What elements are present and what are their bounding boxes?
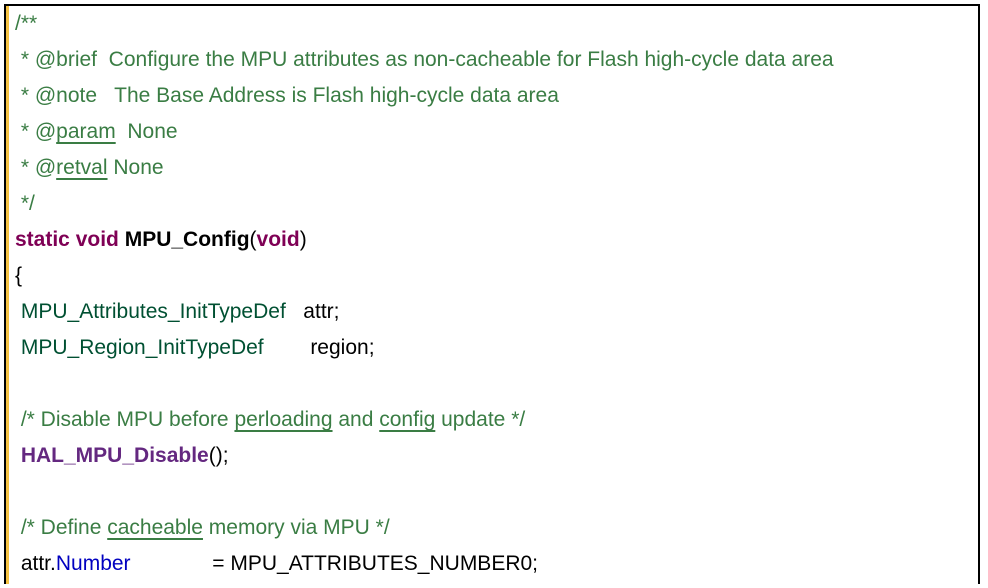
code-token: void — [256, 228, 300, 251]
code-token: */ — [15, 192, 35, 215]
code-token: /* Disable MPU before — [15, 408, 235, 431]
code-line: { — [15, 258, 978, 294]
code-line: attr.Number = MPU_ATTRIBUTES_NUMBER0; — [15, 546, 978, 582]
code-token: config — [379, 408, 436, 431]
code-line: */ — [15, 186, 978, 222]
code-line: /** — [15, 6, 978, 42]
code-line: MPU_Region_InitTypeDef region; — [15, 330, 978, 366]
code-token: update */ — [435, 408, 526, 431]
left-highlight-bar — [6, 6, 9, 584]
code-token: cacheable — [107, 516, 203, 539]
code-token: * @note The Base Address is Flash high-c… — [15, 84, 559, 107]
code-line: HAL_MPU_Disable(); — [15, 438, 978, 474]
code-token: perloading — [234, 408, 333, 431]
code-token: MPU_Region_InitTypeDef — [20, 336, 264, 359]
code-token: static void — [15, 228, 125, 251]
code-token: and — [332, 408, 380, 431]
code-token: memory via MPU */ — [202, 516, 390, 539]
code-block: /** * @brief Configure the MPU attribute… — [15, 6, 978, 582]
code-token: retval — [56, 156, 108, 179]
code-token: { — [15, 264, 23, 287]
code-token: ) — [299, 228, 307, 251]
code-token: None — [115, 120, 178, 143]
code-token: /* Define — [15, 516, 108, 539]
code-line: * @brief Configure the MPU attributes as… — [15, 42, 978, 78]
code-token: ( — [249, 228, 257, 251]
code-token: * @ — [15, 156, 57, 179]
code-token: attr; — [285, 300, 340, 323]
code-token: region; — [263, 336, 375, 359]
code-token: None — [107, 156, 164, 179]
code-token: * @ — [15, 120, 57, 143]
code-token: param — [56, 120, 116, 143]
code-line — [15, 474, 978, 510]
code-token: HAL_MPU_Disable — [20, 444, 209, 467]
code-line: static void MPU_Config(void) — [15, 222, 978, 258]
code-line — [15, 366, 978, 402]
code-line: * @note The Base Address is Flash high-c… — [15, 78, 978, 114]
code-token: attr. — [15, 552, 56, 575]
code-token: (); — [208, 444, 229, 467]
code-line: MPU_Attributes_InitTypeDef attr; — [15, 294, 978, 330]
code-line: * @retval None — [15, 150, 978, 186]
code-line: /* Define cacheable memory via MPU */ — [15, 510, 978, 546]
code-token: /** — [15, 12, 38, 35]
code-line: /* Disable MPU before perloading and con… — [15, 402, 978, 438]
code-line: * @param None — [15, 114, 978, 150]
code-token: MPU_Config — [124, 228, 250, 251]
code-token: = MPU_ATTRIBUTES_NUMBER0; — [130, 552, 539, 575]
code-token: MPU_Attributes_InitTypeDef — [20, 300, 286, 323]
code-snippet-frame: /** * @brief Configure the MPU attribute… — [4, 4, 980, 584]
code-token: * @brief Configure the MPU attributes as… — [15, 48, 834, 71]
code-token: Number — [55, 552, 131, 575]
